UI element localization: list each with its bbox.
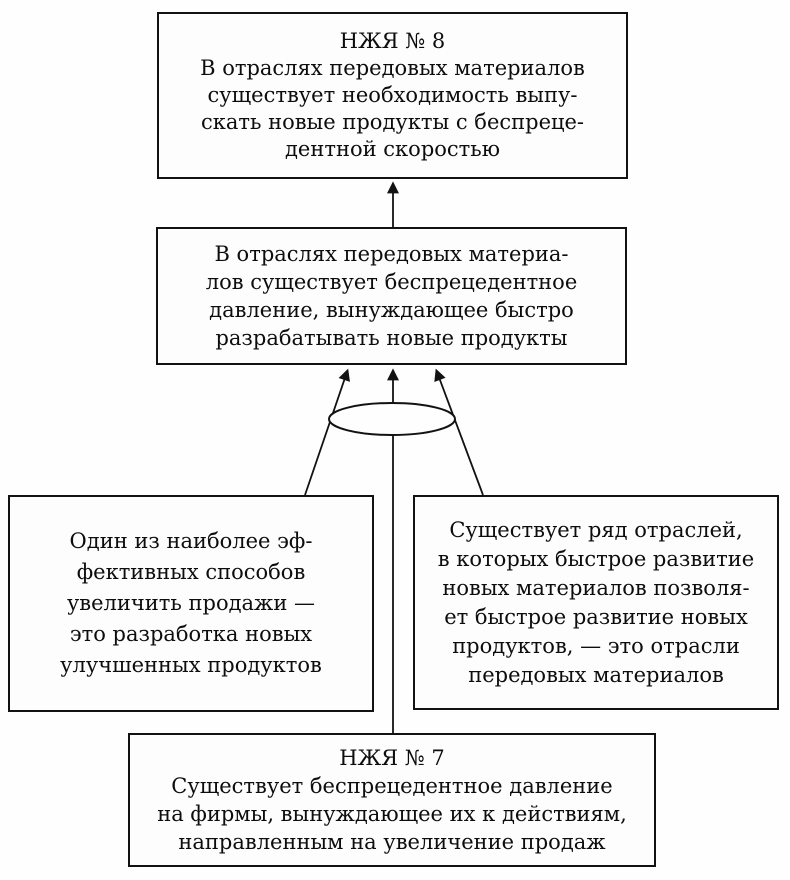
box-text-line: увеличить продажи —: [66, 591, 316, 615]
box-text-line: ет быстрое развитие новых: [444, 604, 748, 629]
box-text-line: новых материалов позволя-: [442, 575, 750, 600]
box-title: НЖЯ № 8: [339, 29, 446, 53]
box-title: НЖЯ № 7: [339, 746, 445, 770]
box-pressure-effect: В отраслях передовых материа- лов сущест…: [156, 227, 627, 365]
box-text-line: скать новые продукты с беспреце-: [200, 110, 585, 134]
box-nzhya-8: НЖЯ № 8 В отраслях передовых материалов …: [157, 12, 628, 179]
and-ellipse-connector: [328, 402, 456, 436]
box-text-line: передовых материалов: [468, 662, 724, 687]
box-text-line: это разработка новых: [69, 622, 313, 646]
box-text-line: направленным на увеличение продаж: [178, 830, 606, 854]
box-text-line: Существует ряд отраслей,: [449, 517, 743, 542]
box-text-line: Один из наиболее эф-: [69, 529, 313, 553]
box-text-line: на фирмы, вынуждающее их к действиям,: [157, 802, 627, 826]
box-text-line: давление, вынуждающее быстро: [209, 298, 574, 322]
arrow-right-to-pressure: [434, 368, 484, 496]
box-nzhya-7: НЖЯ № 7 Существует беспрецедентное давле…: [128, 733, 656, 867]
box-text-line: существует необходимость выпу-: [207, 83, 578, 107]
box-text-line: лов существует беспрецедентное: [205, 270, 578, 294]
box-text-line: Существует беспрецедентное давление: [171, 774, 613, 798]
box-text-line: дентной скоростью: [285, 137, 500, 161]
box-text-line: фективных способов: [76, 560, 306, 584]
box-text-line: улучшенных продуктов: [60, 653, 322, 677]
box-text-line: В отраслях передовых материалов: [200, 56, 585, 80]
box-text-line: В отраслях передовых материа-: [214, 242, 569, 266]
box-text-line: разрабатывать новые продукты: [215, 326, 568, 350]
box-cause-left: Один из наиболее эф- фективных способов …: [8, 495, 374, 712]
box-text-line: продуктов, — это отрасли: [452, 633, 740, 658]
box-text-line: в которых быстрое развитие: [437, 546, 755, 571]
box-cause-right: Существует ряд отраслей, в которых быстр…: [413, 495, 779, 710]
arrow-left-to-pressure: [304, 368, 350, 496]
